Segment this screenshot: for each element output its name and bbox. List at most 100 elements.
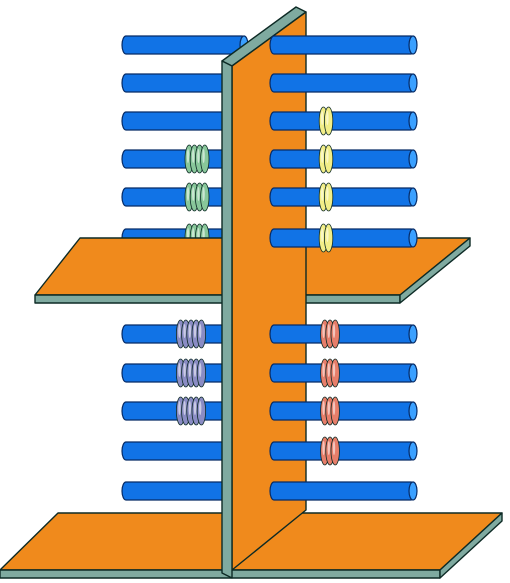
lower-right-rod-2-end xyxy=(408,363,418,383)
upper-right-beads-5-bead-1-shine xyxy=(321,187,324,201)
lower-left-beads-1-bead-5 xyxy=(196,319,206,349)
upper-right-rod-1-body xyxy=(269,35,416,55)
lower-right-rod-4-body xyxy=(269,441,416,461)
upper-right-beads-3-bead-2-shine xyxy=(326,111,329,125)
lower-right-rod-2-body xyxy=(269,363,416,383)
upper-right-rod-5 xyxy=(269,187,418,207)
lower-right-rod-5-body xyxy=(269,481,416,501)
lower-left-beads-3-bead-4-shine xyxy=(193,401,197,415)
lower-left-beads-3-bead-1-shine xyxy=(178,401,181,415)
lower-left-beads-2-bead-4-shine xyxy=(193,363,197,377)
upper-right-beads-6 xyxy=(318,223,334,253)
upper-right-beads-4-bead-2-shine xyxy=(326,149,329,163)
lower-left-beads-3 xyxy=(176,396,206,426)
lower-right-rod-2 xyxy=(269,363,418,383)
upper-right-beads-3-bead-1-shine xyxy=(321,111,324,125)
lower-right-beads-2 xyxy=(320,358,340,388)
lower-left-beads-1-bead-3-shine xyxy=(188,324,191,338)
upper-right-rod-6 xyxy=(269,228,418,248)
lower-right-beads-1 xyxy=(320,319,340,349)
upper-left-beads-5-bead-4 xyxy=(200,182,210,212)
lower-left-beads-1-bead-2-shine xyxy=(183,324,186,338)
lower-left-beads-2-bead-1-shine xyxy=(178,363,181,377)
vertical-board-front-edge xyxy=(221,60,233,579)
upper-right-rod-6-end xyxy=(408,228,418,248)
upper-left-beads-4 xyxy=(184,144,210,174)
lower-right-beads-1-bead-3 xyxy=(330,319,340,349)
upper-right-rod-4-body xyxy=(269,149,416,169)
lower-right-rod-3 xyxy=(269,401,418,421)
upper-right-beads-3-bead-2 xyxy=(323,106,334,136)
upper-right-beads-5-bead-2-shine xyxy=(326,187,329,201)
upper-right-beads-5 xyxy=(318,182,334,212)
boards-layer xyxy=(0,6,503,579)
upper-right-beads-3 xyxy=(318,106,334,136)
rods-front-layer xyxy=(269,35,418,501)
upper-right-rod-1-end xyxy=(408,35,418,55)
lower-right-rod-4-end xyxy=(408,441,418,461)
upper-right-beads-6-bead-1-shine xyxy=(321,228,324,242)
lower-left-beads-2-bead-5 xyxy=(196,358,206,388)
lower-left-beads-2 xyxy=(176,358,206,388)
upper-right-rod-2-body xyxy=(269,73,416,93)
lower-right-beads-2-bead-3-shine xyxy=(332,363,336,377)
lower-right-beads-3-bead-2-shine xyxy=(327,401,330,415)
upper-right-rod-3-end xyxy=(408,111,418,131)
upper-right-beads-4-bead-2 xyxy=(323,144,334,174)
base-board-front-edge xyxy=(0,569,441,579)
upper-right-rod-3-body xyxy=(269,111,416,131)
upper-right-rod-5-body xyxy=(269,187,416,207)
upper-right-rod-6-body xyxy=(269,228,416,248)
upper-right-rod-4-end xyxy=(408,149,418,169)
lower-right-beads-2-bead-3 xyxy=(330,358,340,388)
middle-shelf-front-edge xyxy=(34,294,401,304)
lower-right-rod-1-body xyxy=(269,324,416,344)
upper-right-rod-1 xyxy=(269,35,418,55)
lower-left-beads-3-bead-5 xyxy=(196,396,206,426)
upper-left-beads-5 xyxy=(184,182,210,212)
lower-right-rod-5-end xyxy=(408,481,418,501)
upper-right-beads-6-bead-2 xyxy=(323,223,334,253)
lower-right-beads-4-bead-2-shine xyxy=(327,441,330,455)
upper-right-rod-3 xyxy=(269,111,418,131)
upper-left-rod-1 xyxy=(121,35,249,55)
lower-right-beads-1-bead-2-shine xyxy=(327,324,330,338)
lower-left-beads-1 xyxy=(176,319,206,349)
base-board-side-edge xyxy=(439,512,503,579)
lower-right-rod-3-end xyxy=(408,401,418,421)
lower-left-beads-2-bead-2-shine xyxy=(183,363,186,377)
lower-left-beads-3-bead-2-shine xyxy=(183,401,186,415)
lower-left-beads-2-bead-5-shine xyxy=(199,363,202,377)
lower-left-beads-3-bead-5-shine xyxy=(199,401,202,415)
lower-right-beads-3 xyxy=(320,396,340,426)
lower-right-rod-5 xyxy=(269,481,418,501)
upper-right-rod-5-end xyxy=(408,187,418,207)
upper-left-beads-4-bead-1-shine xyxy=(186,149,190,163)
lower-right-beads-1-bead-3-shine xyxy=(332,324,336,338)
lower-left-beads-1-bead-4-shine xyxy=(193,324,197,338)
upper-right-beads-6-bead-2-shine xyxy=(326,228,329,242)
upper-right-rod-2 xyxy=(269,73,418,93)
lower-right-beads-1-bead-1-shine xyxy=(322,324,325,338)
lower-right-rod-4 xyxy=(269,441,418,461)
upper-left-beads-5-bead-4-shine xyxy=(202,187,205,201)
upper-right-rod-4 xyxy=(269,149,418,169)
lower-right-beads-3-bead-1-shine xyxy=(322,401,325,415)
lower-left-beads-1-bead-1-shine xyxy=(178,324,181,338)
lower-right-rod-1 xyxy=(269,324,418,344)
upper-left-beads-5-bead-2-shine xyxy=(192,187,195,201)
upper-left-beads-5-bead-1-shine xyxy=(186,187,190,201)
lower-right-beads-2-bead-1-shine xyxy=(322,363,325,377)
lower-right-beads-4-bead-3 xyxy=(330,436,340,466)
upper-left-beads-4-bead-3-shine xyxy=(197,149,200,163)
lower-right-rod-1-end xyxy=(408,324,418,344)
lower-right-beads-3-bead-3 xyxy=(330,396,340,426)
lower-left-beads-1-bead-5-shine xyxy=(199,324,202,338)
upper-left-rod-1-body xyxy=(121,35,247,55)
lower-right-rod-3-body xyxy=(269,401,416,421)
upper-left-beads-5-bead-3-shine xyxy=(197,187,200,201)
upper-left-beads-4-bead-4-shine xyxy=(202,149,205,163)
lower-left-beads-3-bead-3-shine xyxy=(188,401,191,415)
lower-right-beads-4 xyxy=(320,436,340,466)
